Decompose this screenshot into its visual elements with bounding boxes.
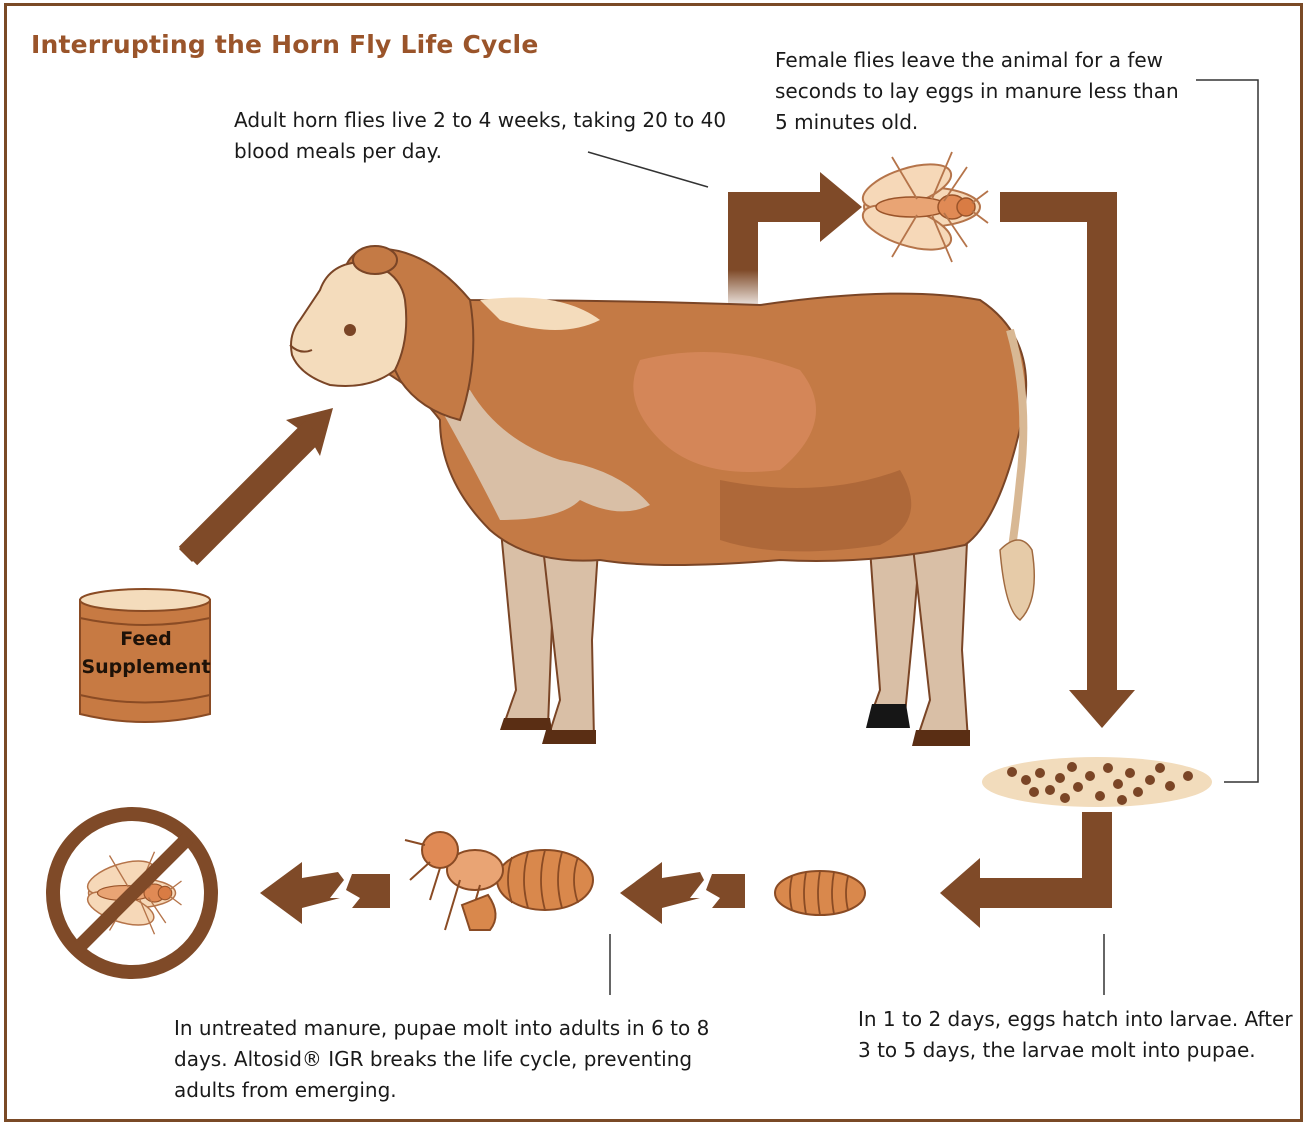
feed-supplement-label: Feed Supplement [66,625,226,681]
feed-supplement-line1: Feed [120,628,172,650]
arrow-larva-to-pupa [620,862,745,924]
pupa-emerging-icon [405,832,593,930]
arrow-feed-to-cow [178,408,333,562]
arrow-eggs-to-larva [940,812,1112,928]
caption-adult-lifespan: Adult horn flies live 2 to 4 weeks, taki… [234,105,734,167]
caption-eggs-hatch: In 1 to 2 days, eggs hatch into larvae. … [858,1004,1298,1066]
adult-fly-icon [858,152,988,262]
feed-supplement-line2: Supplement [81,656,210,678]
no-fly-icon [53,814,211,972]
arrow-cow-to-fly [728,172,862,312]
cow-illustration [290,246,1034,746]
eggs-icon [982,757,1212,807]
caption-female-laying: Female flies leave the animal for a few … [775,45,1195,138]
arrow-pupa-to-adult [260,862,390,924]
leader-line-female [1196,80,1258,782]
caption-pupae-molt: In untreated manure, pupae molt into adu… [174,1013,734,1106]
larva-icon [775,871,865,915]
